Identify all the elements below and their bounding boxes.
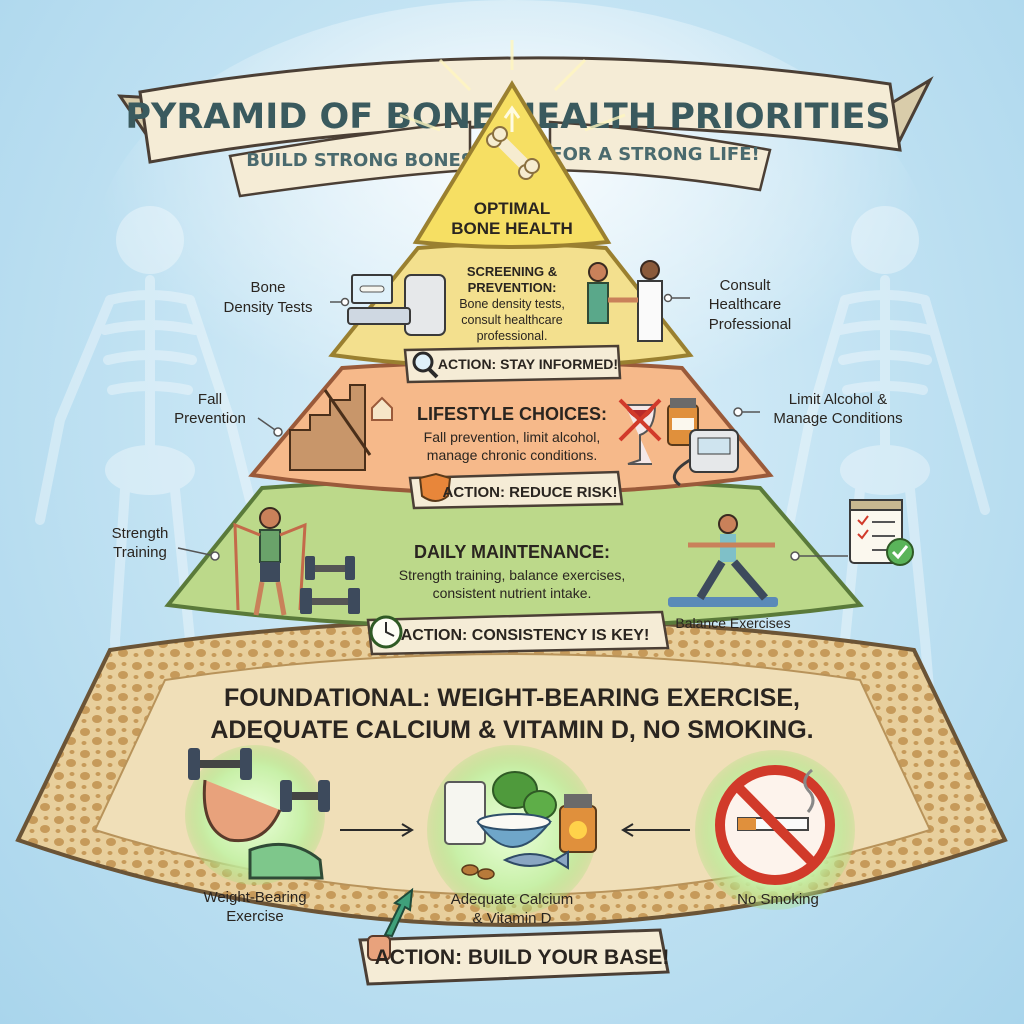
top-tier-line2: BONE HEALTH: [451, 219, 573, 238]
screening-title-line1: SCREENING &: [467, 264, 557, 279]
top-tier: [399, 40, 626, 249]
screening-action-text: ACTION: STAY INFORMED!: [438, 356, 618, 372]
screening-body-line1: Bone density tests,: [459, 297, 565, 311]
consult-label-line2: Healthcare: [709, 296, 782, 313]
foundation-action-text: ACTION: BUILD YOUR BASE!: [375, 946, 670, 969]
arrow-icon: [340, 823, 414, 837]
limit-alcohol-label-line2: Manage Conditions: [773, 410, 902, 427]
bone-density-label-line2: Density Tests: [224, 299, 313, 316]
dexa-scanner-icon: [347, 274, 446, 336]
no-alcohol-icon: [618, 398, 662, 465]
flexed-arm-icon: [202, 779, 282, 843]
banner-subtitle-right: FOR A STRONG LIFE!: [550, 144, 759, 165]
connector-dot: [330, 293, 690, 307]
growth-arrow-icon: [383, 887, 414, 938]
daily-action-text: ACTION: CONSISTENCY IS KEY!: [401, 627, 650, 644]
lifestyle-title: LIFESTYLE CHOICES:: [417, 404, 607, 424]
daily-body-line2: consistent nutrient intake.: [433, 585, 592, 601]
bone-icon: [486, 126, 540, 180]
foundation-action-ribbon: [358, 928, 670, 986]
supplement-bottle-icon: [559, 794, 597, 853]
foundation-item1-line2: Exercise: [226, 908, 284, 925]
bone-density-label-line1: Bone: [250, 279, 285, 296]
arrow-icon: [621, 823, 690, 837]
foundation-title-line2: ADEQUATE CALCIUM & VITAMIN D, NO SMOKING…: [210, 716, 813, 744]
blood-pressure-monitor-icon: [672, 429, 739, 487]
fish-icon: [502, 850, 569, 870]
screening-title-line2: PREVENTION:: [468, 280, 557, 295]
consult-label-line1: Consult: [720, 277, 772, 294]
dumbbell-icon: [300, 556, 360, 614]
yoga-figure-icon: [668, 514, 778, 607]
screening-body-line3: professional.: [477, 329, 548, 343]
doctor-handshake-icon: [587, 260, 663, 342]
connector-dot: [257, 407, 760, 437]
foundation-item2-line2: & Vitamin D: [473, 910, 552, 927]
no-smoking-icon: [715, 765, 835, 885]
top-tier-line1: OPTIMAL: [474, 199, 551, 218]
fall-prevention-label-line2: Prevention: [174, 410, 246, 427]
strength-training-label-line2: Training: [113, 544, 167, 561]
almonds-icon: [461, 864, 495, 880]
daily-title: DAILY MAINTENANCE:: [414, 542, 610, 562]
checklist-icon: [849, 499, 914, 566]
skeleton-right-decoration: [785, 206, 990, 765]
leafy-greens-icon: [492, 771, 557, 820]
foundation-item2-line1: Adequate Calcium: [451, 891, 574, 908]
lifestyle-body-line1: Fall prevention, limit alcohol,: [424, 429, 601, 445]
magnifier-icon: [412, 351, 439, 379]
stairs-icon: [289, 384, 372, 471]
sneaker-icon: [248, 842, 324, 880]
lifestyle-action-ribbon: [408, 470, 624, 510]
foundation-item3: No Smoking: [737, 891, 819, 908]
screening-action-ribbon: [403, 344, 622, 384]
limit-alcohol-label-line1: Limit Alcohol &: [789, 391, 887, 408]
clock-icon: [369, 615, 403, 649]
strength-training-label-line1: Strength: [112, 525, 169, 542]
fist-icon: [367, 935, 391, 961]
daily-body-line1: Strength training, balance exercises,: [399, 567, 625, 583]
fall-prevention-label-line1: Fall: [198, 391, 222, 408]
consult-label-line3: Professional: [709, 316, 792, 333]
lifestyle-body-line2: manage chronic conditions.: [427, 447, 597, 463]
dumbbell-icon: [188, 748, 330, 812]
connector-dot: [177, 547, 848, 561]
screening-body-line2: consult healthcare: [461, 313, 563, 327]
house-icon: [371, 396, 393, 421]
balance-exercises-label: Balance Exercises: [675, 615, 790, 631]
foundation-item1-line1: Weight-Bearing: [203, 889, 306, 906]
shield-icon: [418, 472, 452, 502]
lifestyle-action-text: ACTION: REDUCE RISK!: [443, 484, 618, 501]
foundation-title-line1: FOUNDATIONAL: WEIGHT-BEARING EXERCISE,: [224, 684, 800, 712]
up-arrow-icon: [503, 105, 521, 132]
banner-subtitle-left: BUILD STRONG BONES: [246, 150, 474, 171]
daily-action-ribbon: [366, 610, 670, 656]
yogurt-bowl-icon: [476, 813, 553, 848]
strength-training-figure-icon: [233, 507, 307, 616]
milk-glass-icon: [444, 781, 486, 845]
